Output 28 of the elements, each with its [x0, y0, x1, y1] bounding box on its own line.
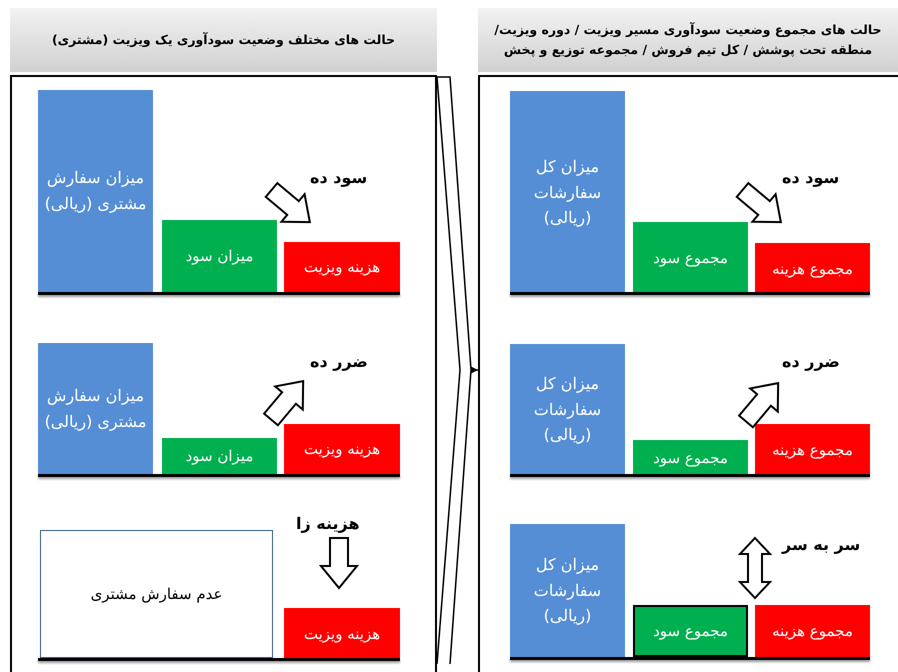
order-bar: میزان سفارش مشتری (ریالی): [38, 90, 153, 292]
profit-bar: مجموع سود: [633, 222, 748, 294]
cost-bar: هزینه ویزیت: [284, 608, 400, 660]
order-bar: میزان کل سفارشات (ریالی): [510, 91, 625, 294]
state-label: سود ده: [782, 168, 840, 187]
header-band: حالت های مختلف وضعیت سودآوری یک ویزیت (مشتری): [10, 8, 437, 72]
cost-bar: مجموع هزینه: [755, 605, 870, 657]
header-band: حالت های مجموع وضعیت سودآوری مسیر ویزیت / دوره ویزیت/ منطقه تحت پوشش / کل تیم فروش / مجموعه توزیع و پخش: [478, 8, 898, 72]
cost-bar: هزینه ویزیت: [284, 424, 400, 474]
profit-bar: میزان سود: [162, 220, 277, 292]
state-label: ضرر ده: [310, 352, 368, 371]
order-bar: میزان کل سفارشات (ریالی): [510, 524, 625, 657]
cost-bar: هزینه ویزیت: [284, 242, 400, 292]
cost-bar: مجموع هزینه: [755, 424, 870, 475]
state-label: هزینه زا: [296, 514, 360, 533]
profit-bar: میزان سود: [162, 438, 277, 474]
profit-bar: مجموع سود: [633, 440, 748, 475]
panel-frame: [478, 75, 898, 672]
chevron-arrow: [436, 76, 479, 665]
order-bar: میزان کل سفارشات (ریالی): [510, 344, 625, 475]
state-label: سر به سر: [782, 535, 860, 554]
profit-bar: مجموع سود: [633, 605, 748, 657]
state-label: ضرر ده: [782, 352, 840, 371]
cost-bar: مجموع هزینه: [755, 243, 870, 294]
order-bar: میزان سفارش مشتری (ریالی): [38, 343, 153, 474]
no-order-box: عدم سفارش مشتری: [40, 530, 273, 658]
state-label: سود ده: [310, 168, 368, 187]
panel-frame: [10, 75, 437, 672]
